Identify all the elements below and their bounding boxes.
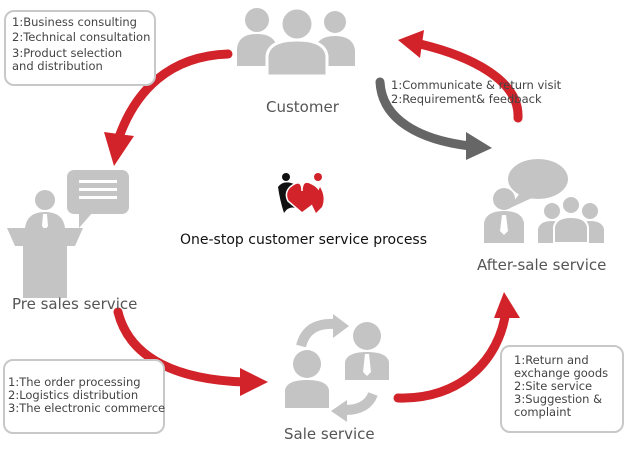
info-item: 1:Return and [514, 353, 589, 367]
speaker-podium-icon [7, 170, 129, 298]
note-item: 1:Communicate & return visit [391, 78, 562, 92]
people-group-icon [237, 6, 355, 78]
info-item: 1:The order processing [8, 375, 141, 389]
info-item: 3:The electronic commerce [8, 401, 166, 415]
center-title: One-stop customer service process [180, 232, 428, 248]
info-item: 3:Suggestion & [514, 392, 603, 406]
stage-label-sale: Sale service [284, 425, 375, 443]
info-item: exchange goods [514, 366, 609, 380]
info-item: 2:Technical consultation [12, 30, 151, 44]
info-item: complaint [514, 405, 572, 419]
stage-label-pre-sales: Pre sales service [12, 295, 138, 313]
info-item: 2:Logistics distribution [8, 388, 139, 402]
note-item: 2:Requirement& feedback [391, 92, 542, 106]
stage-label-customer: Customer [266, 98, 339, 116]
heart-people-logo-icon [278, 173, 324, 214]
info-box-pre-sales: 1:Business consulting 2:Technical consul… [4, 10, 156, 86]
info-item: 1:Business consulting [12, 15, 137, 29]
info-box-sale: 1:The order processing 2:Logistics distr… [3, 359, 165, 434]
info-item: and distribution [12, 59, 103, 73]
note-customer-aftersale: 1:Communicate & return visit 2:Requireme… [391, 78, 561, 106]
stage-label-after-sale: After-sale service [477, 256, 607, 274]
info-box-after-sale: 1:Return and exchange goods 2:Site servi… [500, 345, 624, 433]
info-item: 2:Site service [514, 379, 593, 393]
exchange-people-icon [285, 314, 389, 422]
info-item: 3:Product selection [12, 46, 123, 60]
speech-group-icon [484, 159, 604, 244]
